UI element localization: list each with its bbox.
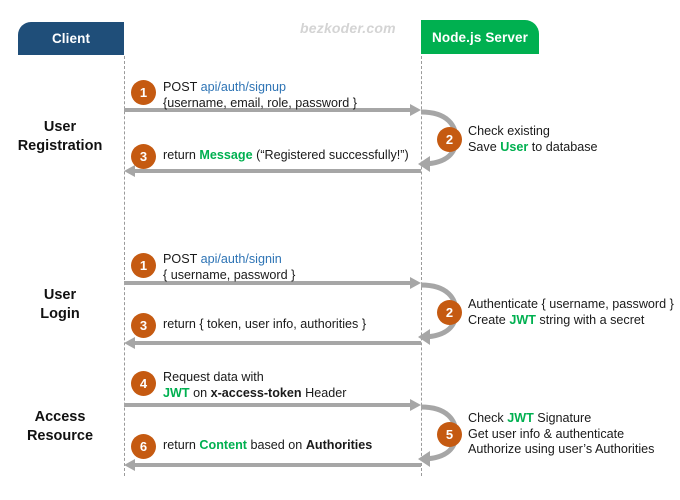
signup-payload: {username, email, role, password } xyxy=(163,95,357,110)
check-existing-text: Check existing xyxy=(468,124,550,138)
message-signin-response: return { token, user info, authorities } xyxy=(163,317,366,333)
create-suffix: string with a secret xyxy=(535,312,645,327)
step-badge-9: 6 xyxy=(131,434,156,459)
arrow-resource-response-head-icon xyxy=(124,459,135,471)
x-access-token-header: x-access-token xyxy=(210,385,302,400)
content-entity: Content xyxy=(199,438,247,452)
authenticate-text: Authenticate { username, password } xyxy=(468,297,674,311)
arrow-resource-response xyxy=(135,463,421,467)
signup-method: POST xyxy=(163,80,201,94)
based-on-text: based on xyxy=(246,438,306,452)
phase-login-line2: Login xyxy=(40,306,80,322)
phase-registration-line1: User xyxy=(43,119,77,135)
signature-suffix: Signature xyxy=(533,411,592,425)
signin-method: POST xyxy=(163,252,201,266)
lifeline-server xyxy=(421,56,422,476)
jwt-entity-1: JWT xyxy=(509,312,536,327)
message-signup-request: POST api/auth/signup {username, email, r… xyxy=(163,80,357,111)
arrow-signin-response xyxy=(135,341,421,345)
actor-client-label: Client xyxy=(51,31,91,46)
phase-login-line1: User xyxy=(43,287,77,303)
get-user-info-text: Get user info & authenticate xyxy=(468,426,625,441)
actor-server: Node.js Server xyxy=(421,20,539,54)
return-prefix-2: return xyxy=(163,438,200,452)
save-user-entity: User xyxy=(500,139,529,154)
save-prefix: Save xyxy=(468,139,501,154)
step-badge-8: 5 xyxy=(437,422,462,447)
message-signup-response: return Message (“Registered successfully… xyxy=(163,148,409,164)
step-badge-4: 1 xyxy=(131,253,156,278)
header-suffix-text: Header xyxy=(301,385,347,400)
arrow-signup-request xyxy=(124,108,411,112)
arrow-signup-response-head-icon xyxy=(124,165,135,177)
actor-server-label: Node.js Server xyxy=(432,29,528,45)
phase-registration-line2: Registration xyxy=(17,138,103,154)
signin-endpoint: api/auth/signin xyxy=(200,252,282,266)
save-suffix: to database xyxy=(528,139,598,154)
lifeline-client xyxy=(124,56,125,476)
watermark: bezkoder.com xyxy=(300,20,396,36)
step-badge-2: 2 xyxy=(437,127,462,152)
signup-endpoint: api/auth/signup xyxy=(200,80,286,94)
arrow-resource-request xyxy=(124,403,411,407)
authorize-text: Authorize using user’s Authorities xyxy=(468,442,655,456)
signin-response-text: return { token, user info, authorities } xyxy=(163,317,367,331)
phase-label-login: User Login xyxy=(0,286,120,324)
phase-access-line2: Resource xyxy=(26,428,94,444)
return-prefix-1: return xyxy=(163,148,200,162)
message-verify-authorize: Check JWT Signature Get user info & auth… xyxy=(468,411,654,458)
arrow-signin-request-head-icon xyxy=(410,277,421,289)
actor-client: Client xyxy=(18,22,124,55)
message-signin-request: POST api/auth/signin { username, passwor… xyxy=(163,252,295,283)
step-badge-1: 1 xyxy=(131,80,156,105)
signin-payload: { username, password } xyxy=(163,267,296,282)
jwt-entity-3: JWT xyxy=(507,411,534,425)
check-prefix: Check xyxy=(468,411,508,425)
step-badge-6: 3 xyxy=(131,313,156,338)
message-server-check-save: Check existing Save User to database xyxy=(468,124,598,155)
header-on-text: on xyxy=(189,385,211,400)
authorities-entity: Authorities xyxy=(305,438,373,452)
step-badge-7: 4 xyxy=(131,371,156,396)
phase-label-registration: User Registration xyxy=(0,118,120,156)
message-entity: Message xyxy=(199,148,253,162)
arrow-resource-request-head-icon xyxy=(410,399,421,411)
phase-label-access: Access Resource xyxy=(0,408,120,446)
message-authenticate-create-jwt: Authenticate { username, password } Crea… xyxy=(468,297,674,328)
message-resource-request: Request data with JWT on x-access-token … xyxy=(163,370,346,401)
registered-successfully-text: (“Registered successfully!”) xyxy=(252,148,409,162)
step-badge-5: 2 xyxy=(437,300,462,325)
phase-access-line1: Access xyxy=(34,409,86,425)
arrow-signin-request xyxy=(124,281,411,285)
step-badge-3: 3 xyxy=(131,144,156,169)
create-prefix: Create xyxy=(468,312,510,327)
arrow-signin-response-head-icon xyxy=(124,337,135,349)
message-resource-response: return Content based on Authorities xyxy=(163,438,372,454)
arrow-signup-response xyxy=(135,169,421,173)
request-data-text: Request data with xyxy=(163,370,264,384)
jwt-entity-2: JWT xyxy=(163,385,190,400)
arrow-signup-request-head-icon xyxy=(410,104,421,116)
